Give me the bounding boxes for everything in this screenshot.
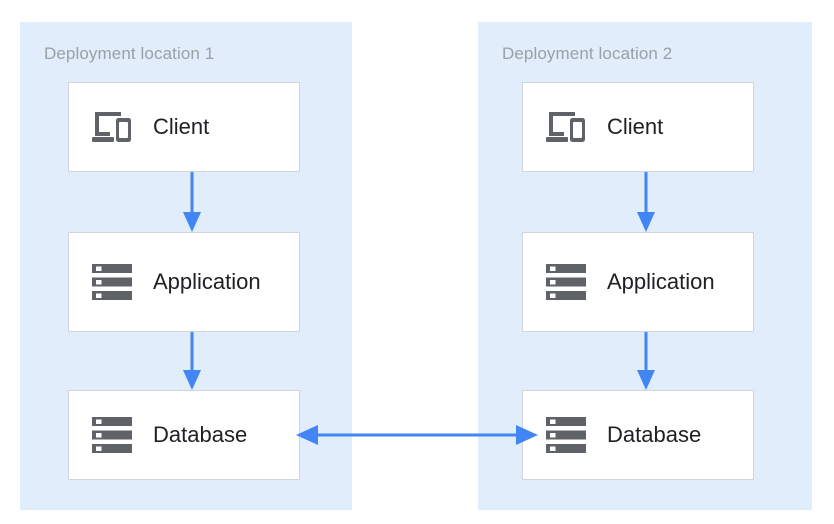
node-application-2-label: Application	[607, 269, 715, 294]
node-application-1[interactable]: Application	[68, 232, 300, 332]
arrow-app-2-to-database-2	[626, 332, 666, 392]
node-client-2-label: Client	[607, 114, 664, 139]
deployment-zone-1: Deployment location 1 Client	[20, 22, 352, 510]
deployment-zone-2: Deployment location 2 Client	[478, 22, 812, 510]
arrow-app-1-to-database-1	[172, 332, 212, 392]
node-application-1-label: Application	[153, 269, 261, 294]
devices-icon	[543, 105, 589, 149]
node-database-2-label: Database	[607, 422, 702, 447]
node-database-1-label: Database	[153, 422, 248, 447]
server-stack-icon	[89, 260, 135, 304]
zone-1-title: Deployment location 1	[44, 44, 215, 63]
arrow-client-2-to-app-2	[626, 172, 666, 234]
server-stack-icon	[89, 413, 135, 457]
arrow-client-1-to-app-1	[172, 172, 212, 234]
server-stack-icon	[543, 413, 589, 457]
node-client-1-label: Client	[153, 114, 210, 139]
node-client-2[interactable]: Client	[522, 82, 754, 172]
devices-icon	[89, 105, 135, 149]
node-application-2[interactable]: Application	[522, 232, 754, 332]
zone-2-title: Deployment location 2	[502, 44, 673, 63]
node-client-1[interactable]: Client	[68, 82, 300, 172]
node-database-1[interactable]: Database	[68, 390, 300, 480]
server-stack-icon	[543, 260, 589, 304]
arrow-database-1-to-database-2	[296, 420, 538, 450]
node-database-2[interactable]: Database	[522, 390, 754, 480]
